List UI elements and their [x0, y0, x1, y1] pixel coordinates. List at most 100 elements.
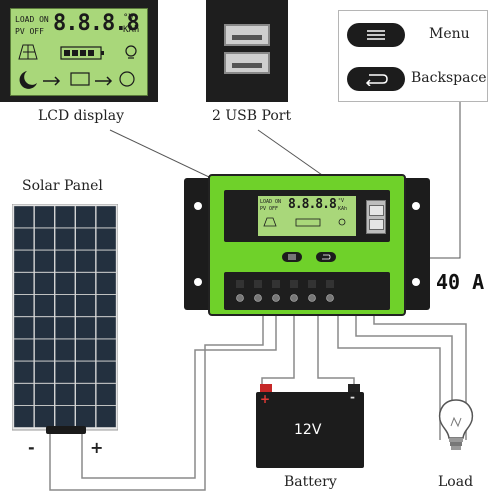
solar-cell-grid — [13, 205, 117, 428]
solar-cell — [55, 205, 76, 228]
usb-port-bottom — [224, 52, 270, 74]
panel-negative-wire — [49, 305, 264, 491]
terminal-screw — [290, 294, 298, 302]
battery-mini-icon — [295, 218, 321, 227]
battery-small-icon — [70, 72, 90, 86]
button-legend: Menu Backspace — [338, 10, 488, 102]
solar-cell — [13, 228, 34, 251]
solar-cell — [34, 316, 55, 339]
solar-cell — [34, 338, 55, 361]
solar-cell — [75, 250, 96, 273]
controller-top-panel: LOAD ON PV OFF 8.8.8.8 °V KAh — [224, 190, 390, 242]
controller-lcd-pv-off: PV OFF — [260, 206, 279, 212]
solar-cell — [34, 272, 55, 295]
lcd-load-on-text: LOAD ON — [15, 15, 49, 24]
solar-cell — [96, 272, 117, 295]
terminal-block — [224, 272, 390, 310]
backspace-icon — [365, 74, 388, 86]
solar-cell — [55, 316, 76, 339]
usb-port-label: 2 USB Port — [212, 108, 292, 124]
solar-cell — [55, 383, 76, 406]
solar-cell — [13, 316, 34, 339]
solar-panel — [12, 204, 118, 434]
menu-button-sample — [347, 23, 405, 47]
bulb-icon-load — [438, 399, 474, 450]
solar-cell — [96, 250, 117, 273]
solar-cell — [75, 294, 96, 317]
panel-negative-label: - — [28, 438, 35, 457]
solar-cell — [55, 272, 76, 295]
controller-lcd-unit-v: °V — [338, 198, 345, 204]
solar-panel-label: Solar Panel — [22, 178, 103, 194]
lcd-display-label: LCD display — [38, 108, 125, 124]
gauge-icon — [119, 71, 135, 87]
solar-cell — [96, 361, 117, 384]
charge-controller: LOAD ON PV OFF 8.8.8.8 °V KAh — [184, 174, 430, 316]
solar-cell — [96, 338, 117, 361]
solar-cell — [96, 294, 117, 317]
bulb-mini-icon — [338, 218, 346, 226]
solar-cell — [13, 361, 34, 384]
controller-lcd-unit-kah: KAh — [338, 206, 348, 212]
panel-positive-wire — [81, 305, 277, 479]
solar-cell — [34, 294, 55, 317]
controller-lcd-load-on: LOAD ON — [260, 199, 282, 205]
arrow-right-icon — [43, 76, 61, 86]
menu-mini-icon — [288, 254, 296, 260]
battery-body: + - 12V — [256, 390, 364, 468]
solar-cell — [75, 383, 96, 406]
battery-plus-sign: + — [260, 392, 271, 406]
solar-cell — [13, 250, 34, 273]
solar-cell — [96, 316, 117, 339]
solar-cell — [96, 405, 117, 428]
lcd-unit-v: °V — [123, 13, 134, 23]
menu-label: Menu — [429, 26, 470, 42]
lcd-status-icons — [18, 44, 137, 89]
solar-mini-icon — [263, 217, 277, 227]
terminal-screw — [254, 294, 262, 302]
solar-grid-icon — [18, 44, 38, 60]
solar-cell — [75, 338, 96, 361]
terminal-slot — [326, 280, 334, 288]
battery-voltage: 12V — [294, 422, 322, 438]
battery-unit: + - 12V — [256, 384, 364, 468]
controller-menu-button[interactable] — [282, 252, 302, 262]
terminal-screw — [272, 294, 280, 302]
lcd-unit-kah: KAh — [123, 25, 140, 35]
backspace-mini-icon — [322, 254, 331, 260]
solar-cell — [34, 250, 55, 273]
battery-positive-wire — [261, 305, 295, 388]
usb-closeup — [206, 0, 288, 102]
battery-positive-terminal — [260, 384, 272, 392]
solar-cell — [75, 228, 96, 251]
panel-positive-label: + — [90, 438, 104, 457]
terminal-screw — [326, 294, 334, 302]
load-label: Load — [438, 474, 474, 490]
battery-minus-sign: - — [350, 390, 355, 404]
controller-backspace-button[interactable] — [316, 252, 336, 262]
backspace-label: Backspace — [411, 70, 487, 86]
battery-negative-terminal — [348, 384, 360, 392]
terminal-screw — [308, 294, 316, 302]
solar-cell — [55, 405, 76, 428]
terminal-slot — [290, 280, 298, 288]
solar-cell — [34, 228, 55, 251]
lcd-closeup-screen: LOAD ON PV OFF 8.8.8.8 °V KAh — [10, 8, 148, 96]
solar-cell — [34, 405, 55, 428]
junction-box — [46, 426, 86, 434]
solar-cell — [75, 316, 96, 339]
solar-cell — [13, 383, 34, 406]
controller-lcd-icons — [263, 217, 346, 227]
solar-cell — [75, 361, 96, 384]
solar-cell — [96, 383, 117, 406]
menu-icon — [367, 30, 385, 40]
controller-lcd-digits: 8.8.8.8 — [288, 197, 337, 212]
solar-cell — [13, 338, 34, 361]
usb-port-top — [224, 24, 270, 46]
load-wire-1 — [337, 305, 441, 440]
bulb-icon — [125, 45, 137, 59]
solar-cell — [75, 205, 96, 228]
solar-cell — [75, 272, 96, 295]
lcd-digits: 8.8.8.8 — [53, 11, 140, 36]
solar-cell — [13, 294, 34, 317]
